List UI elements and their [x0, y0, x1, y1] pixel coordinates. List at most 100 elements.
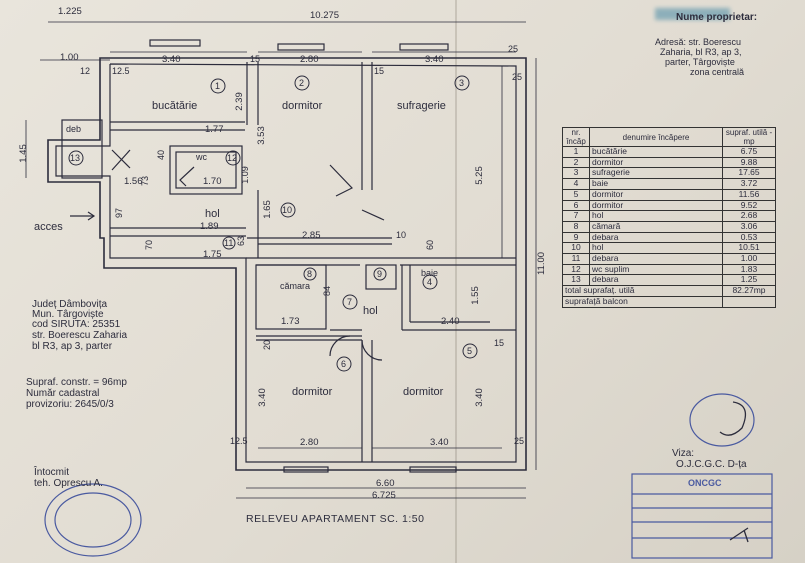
room-name: dormitor	[589, 199, 723, 212]
room-name: sufragerie	[589, 167, 723, 180]
dim-25a: 25	[508, 44, 519, 54]
room-area: 9.88	[722, 156, 776, 169]
total-label: total suprafaț. utilă	[562, 285, 723, 297]
room-num-2: 2	[299, 78, 305, 88]
room-num-5: 5	[467, 346, 473, 356]
dim-bottom-w1: 2.80	[300, 437, 319, 448]
room-num-10: 10	[282, 205, 293, 215]
room-area: 0.53	[722, 231, 776, 244]
col-name: denumire încăpere	[589, 127, 723, 147]
footer-intocmit: Întocmit	[34, 467, 70, 478]
dim-60: 60	[425, 239, 436, 251]
room-num-3: 3	[459, 78, 465, 88]
room-name: cămară	[589, 220, 723, 233]
paper-fold	[455, 0, 457, 563]
label-dormitor-2: dormitor	[282, 100, 323, 112]
room-nr: 5	[562, 188, 590, 201]
room-name: dormitor	[589, 188, 723, 201]
room-nr: 11	[562, 253, 590, 265]
dim-125: 12.5	[230, 436, 248, 446]
info-mun: Mun. Târgoviște	[32, 309, 104, 320]
info-supraf: Supraf. constr. = 96mp	[26, 377, 127, 388]
room-name: dormitor	[589, 156, 723, 169]
room-nr: 13	[562, 274, 590, 287]
dim-w2: 2.80	[300, 54, 319, 65]
col-area: supraf. utilă - mp	[722, 127, 776, 147]
room-name: wc suplim	[589, 263, 723, 276]
room-nr: 9	[562, 231, 590, 244]
dim-top-left: 1.225	[58, 6, 82, 17]
dim-156: 1.56	[124, 176, 143, 187]
dim-bottom-w2: 3.40	[430, 437, 449, 448]
room-area: 17.65	[722, 167, 776, 180]
dim-73: 73	[140, 175, 151, 187]
label-wc: wc	[196, 152, 207, 162]
info-bl: bl R3, ap 3, parter	[32, 341, 113, 352]
room-name: baie	[589, 178, 723, 190]
info-judet: Județ Dâmbovița	[32, 299, 108, 310]
room-nr: 2	[562, 156, 590, 169]
label-hol-center: hol	[363, 305, 378, 317]
room-num-8: 8	[307, 269, 313, 279]
room-area: 2.68	[722, 210, 776, 222]
dim-bottom-660: 6.60	[376, 478, 395, 489]
info-provizoriu: provizoriu: 2645/0/3	[26, 399, 114, 410]
footer-title: RELEVEU APARTAMENT SC. 1:50	[246, 513, 425, 525]
dim-177: 1.77	[205, 124, 224, 135]
room-area: 1.25	[722, 274, 776, 287]
dim-25b: 25	[512, 72, 523, 82]
room-num-7: 7	[347, 297, 353, 307]
dim-12-5: 12.5	[112, 66, 130, 76]
col-nr: nr. încăp	[562, 127, 590, 147]
dim-525: 5.25	[473, 166, 485, 185]
info-cadastral: Număr cadastral	[26, 388, 100, 399]
label-acces: acces	[34, 221, 63, 233]
label-dormitor-5: dormitor	[403, 386, 444, 398]
dim-w3: 3.40	[425, 54, 444, 65]
room-nr: 8	[562, 220, 590, 233]
room-name: hol	[589, 210, 723, 222]
label-baie: baie	[421, 268, 439, 278]
footer-ojcgc: O.J.C.G.C. D-ța	[676, 459, 747, 470]
dim-25c: 25	[514, 436, 525, 446]
dim-353: 3.53	[255, 126, 267, 145]
dim-12: 12	[80, 66, 91, 76]
room-name: debara	[589, 274, 723, 287]
room-area: 6.75	[722, 146, 776, 158]
balcon-label: suprafață balcon	[562, 295, 723, 308]
dim-173: 1.73	[281, 316, 300, 327]
room-name: hol	[589, 242, 723, 255]
address-line-3: parter, Târgoviște	[665, 57, 735, 67]
dim-155: 1.55	[469, 286, 481, 305]
room-nr: 12	[562, 263, 590, 276]
dim-239: 2.39	[233, 92, 245, 111]
balcon-value	[722, 295, 776, 308]
label-sufragerie: sufragerie	[397, 100, 446, 112]
room-area: 3.06	[722, 220, 776, 233]
dim-189: 1.89	[200, 221, 219, 232]
label-bucatarie: bucătărie	[152, 100, 198, 112]
room-name: debara	[589, 253, 723, 265]
dim-1100: 11.00	[536, 251, 548, 276]
address-line-4: zona centrală	[690, 67, 745, 77]
dim-170: 1.70	[203, 176, 222, 187]
room-area: 10.51	[722, 242, 776, 255]
room-num-4: 4	[427, 277, 433, 287]
room-num-11: 11	[224, 238, 234, 248]
address-line-1: Adresă: str. Boerescu	[655, 37, 742, 47]
room-num-12: 12	[227, 153, 238, 163]
room-area: 9.52	[722, 199, 776, 212]
dim-top-total: 10.275	[310, 10, 340, 21]
dim-240: 2.40	[441, 316, 460, 327]
dim-84: 84	[322, 285, 333, 297]
